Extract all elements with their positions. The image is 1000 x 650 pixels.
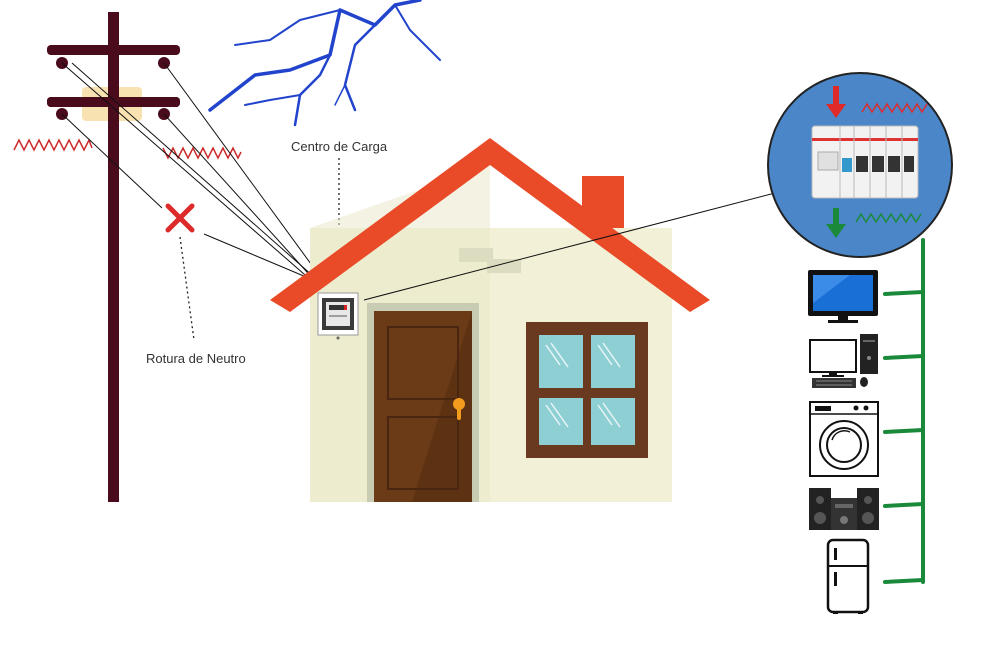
washing-machine-icon [809, 401, 879, 477]
supply-wave-left [13, 138, 93, 152]
window [526, 322, 648, 458]
circuit-breaker-icon [811, 125, 919, 199]
distribution-bus [883, 238, 925, 584]
stereo-icon [809, 488, 879, 530]
service-wires [61, 62, 331, 293]
protected-wave-out [855, 212, 922, 224]
neutral-break-label: Rotura de Neutro [146, 351, 246, 366]
supply-wave-in [861, 102, 928, 114]
neutral-break-leader [179, 236, 195, 341]
electric-meter-icon [317, 292, 359, 340]
load-center-label: Centro de Carga [291, 139, 388, 154]
red-x-icon [165, 203, 195, 233]
desktop-computer-icon [809, 334, 878, 388]
meter-to-breaker-line [363, 192, 776, 301]
breaker-panel-bubble [767, 72, 953, 258]
green-down-arrow-icon [826, 208, 846, 238]
front-door [367, 303, 479, 502]
red-down-arrow-icon [826, 86, 846, 118]
refrigerator-icon [826, 538, 870, 614]
lightning-bolt-icon [208, 0, 441, 127]
utility-pole [47, 12, 180, 502]
tv-icon [808, 270, 878, 323]
